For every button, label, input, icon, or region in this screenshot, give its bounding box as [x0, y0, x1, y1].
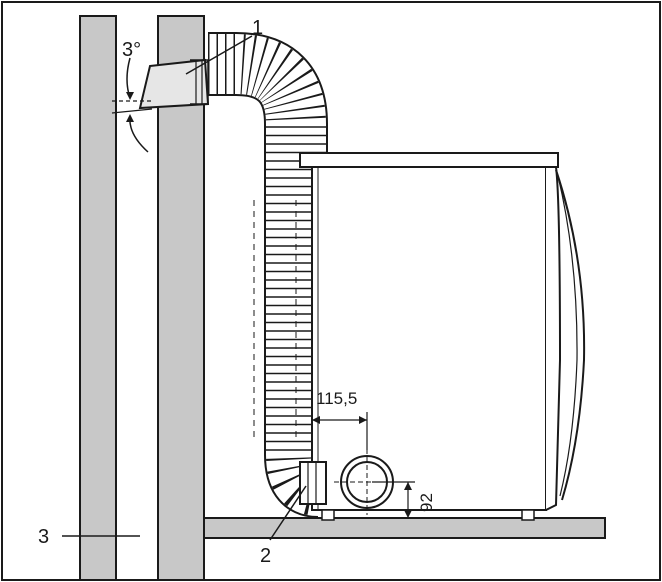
horizontal-dimension: [311, 398, 368, 450]
horizontal-dimension-label: 115,5: [316, 389, 357, 408]
dryer-body: [299, 152, 586, 521]
callout-1-label: 1: [252, 17, 263, 39]
callout-2-leader: [269, 485, 307, 541]
callout-2-label: 2: [260, 545, 271, 567]
wall: [79, 15, 205, 581]
floor-slab: [199, 517, 606, 539]
vertical-dimension: [372, 481, 415, 518]
angle-indicator: [111, 57, 153, 153]
dryer-outlet: [299, 449, 400, 515]
vertical-dimension-label: 92: [417, 493, 436, 512]
callout-1-leader: [185, 35, 253, 75]
callout-3-label: 3: [38, 526, 49, 548]
angle-label: 3°: [122, 39, 141, 61]
